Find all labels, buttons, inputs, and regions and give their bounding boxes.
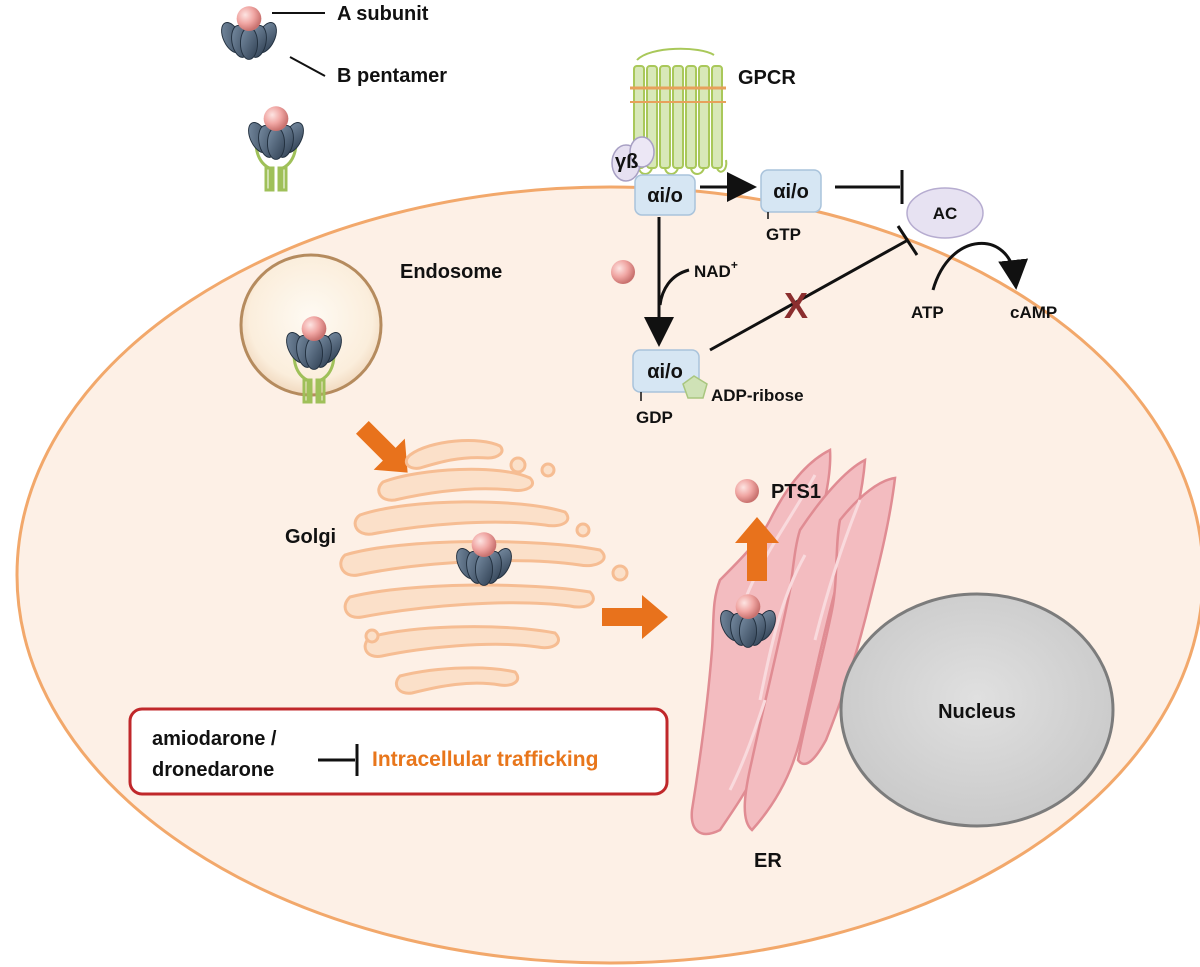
atp-label: ATP xyxy=(911,303,944,322)
drug-name-line1: amiodarone / xyxy=(152,728,277,750)
er-inner-lumen xyxy=(728,474,862,791)
nad-label: NAD+ xyxy=(694,258,738,281)
g-beta-gamma-label: γß xyxy=(615,151,638,173)
block-x-mark: X xyxy=(784,285,808,326)
er-label: ER xyxy=(754,850,782,872)
drug-name-line2: dronedarone xyxy=(152,759,274,781)
endosome-label: Endosome xyxy=(400,261,502,283)
trafficking-label: Intracellular trafficking xyxy=(372,748,598,771)
endosome-vesicle xyxy=(239,253,383,404)
arrow-endosome-to-golgi xyxy=(356,421,408,473)
g-alpha-active xyxy=(634,174,696,216)
arrow-golgi-to-er xyxy=(602,595,668,639)
golgi-label: Golgi xyxy=(285,526,336,548)
pts1-label: PTS1 xyxy=(771,481,821,503)
g-alpha-active-label: αi/o xyxy=(647,185,683,207)
adenylyl-cyclase xyxy=(906,187,984,239)
membrane-toxin-icon xyxy=(243,105,309,160)
gpcr-label: GPCR xyxy=(738,67,796,89)
gdp-label: GDP xyxy=(636,408,673,427)
adp-ribose-icon xyxy=(682,375,708,399)
legend-toxin-icon xyxy=(216,5,282,60)
adp-ribose-label: ADP-ribose xyxy=(711,386,804,405)
g-alpha-adp-label: αi/o xyxy=(647,361,683,383)
free-a-subunit-icon xyxy=(611,260,635,284)
gtp-label: GTP xyxy=(766,225,801,244)
endoplasmic-reticulum xyxy=(690,448,897,836)
nucleus xyxy=(839,592,1115,828)
inhibition-box xyxy=(128,707,669,796)
nucleus-label: Nucleus xyxy=(938,701,1016,723)
camp-label: cAMP xyxy=(1010,303,1057,322)
arrow-pts1-release xyxy=(735,517,779,581)
atp-to-camp-arrow xyxy=(931,242,1029,291)
g-alpha-gtp xyxy=(760,169,822,213)
ac-label: AC xyxy=(933,204,958,223)
g-alpha-adp-ribosylated xyxy=(632,349,700,393)
g-beta-gamma-icon xyxy=(611,136,655,182)
golgi-apparatus xyxy=(339,439,629,695)
legend-a-subunit: A subunit xyxy=(337,3,429,25)
g-alpha-gtp-label: αi/o xyxy=(773,181,809,203)
inhibition-bar-icon xyxy=(318,744,359,776)
legend-b-pentamer: B pentamer xyxy=(337,65,447,87)
pts1-subunit-icon xyxy=(735,479,759,503)
